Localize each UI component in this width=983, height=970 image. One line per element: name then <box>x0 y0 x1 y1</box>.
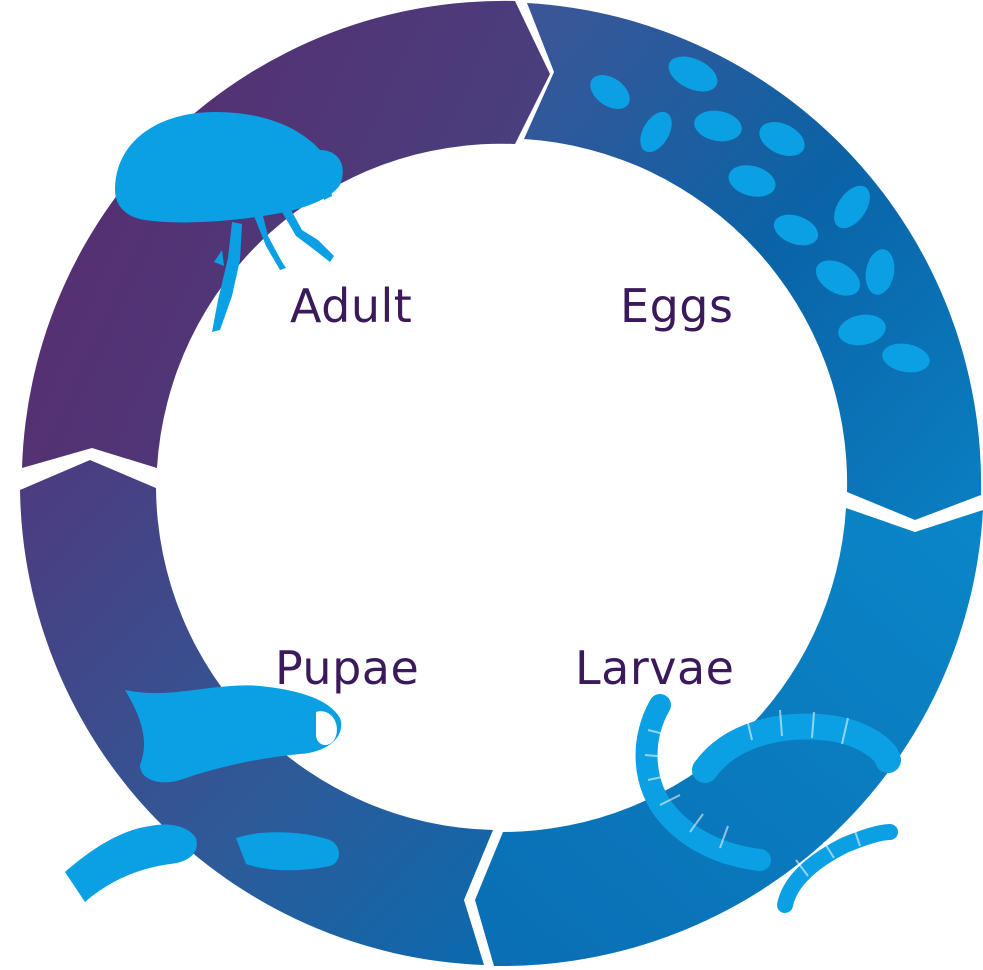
stage-label-pupae: Pupae <box>275 645 419 691</box>
stage-label-eggs: Eggs <box>620 283 733 329</box>
stage-label-larvae: Larvae <box>575 645 734 691</box>
stage-label-adult: Adult <box>290 283 412 329</box>
